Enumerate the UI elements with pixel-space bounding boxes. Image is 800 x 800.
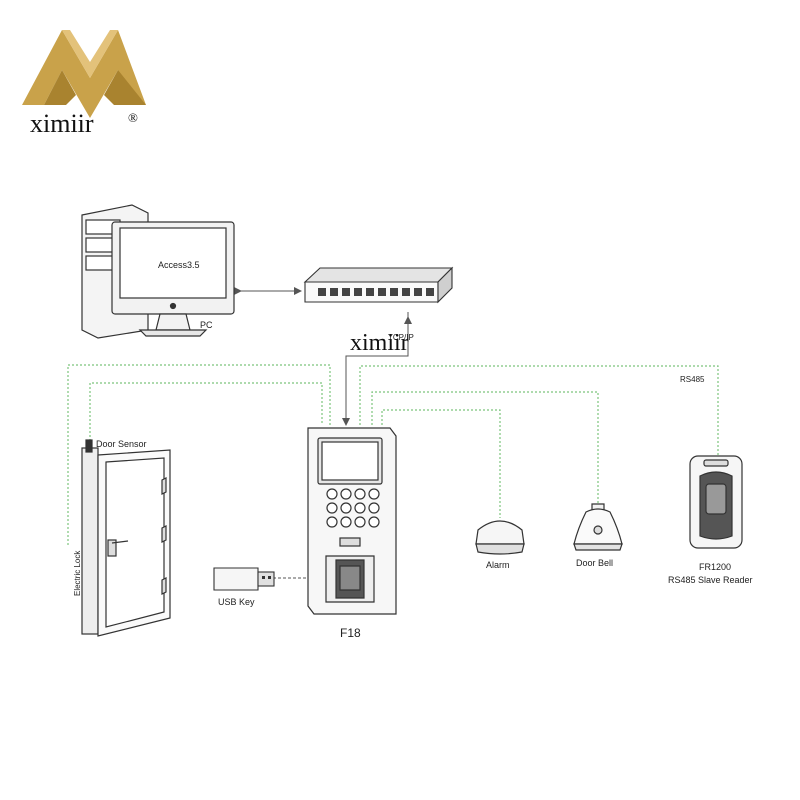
door-bell-icon [573, 503, 623, 551]
network-switch-icon [303, 266, 454, 304]
computer-icon [81, 204, 235, 339]
slave-reader-icon [689, 455, 743, 549]
fingerprint-terminal-icon [307, 427, 397, 615]
rs485-label: RS485 [680, 375, 705, 384]
terminal-label: F18 [340, 626, 361, 640]
wire-electric-lock [67, 364, 331, 545]
reader-desc-label: RS485 Slave Reader [668, 575, 753, 585]
brand-logo: ximiir ® [22, 30, 146, 138]
pc-label: PC [200, 320, 213, 330]
brand-registered-mark: ® [128, 110, 138, 125]
alarm-icon [475, 520, 525, 555]
tcpip-label: TCP/IP [388, 333, 414, 342]
brand-name: ximiir [30, 109, 94, 138]
brand-watermark: ximiir [350, 330, 409, 356]
usb-key-label: USB Key [218, 597, 255, 607]
door-icon [81, 439, 171, 637]
reader-model-label: FR1200 [699, 562, 731, 572]
usb-key-icon [213, 567, 275, 591]
wire-alarm [381, 409, 501, 518]
logo-mark-icon [22, 30, 146, 118]
alarm-label: Alarm [486, 560, 510, 570]
door-sensor-label: Door Sensor [96, 439, 147, 449]
wire-door-bell [371, 391, 599, 505]
pc-screen-label: Access3.5 [158, 260, 200, 270]
wire-door-sensor [89, 382, 323, 445]
wire-rs485 [359, 365, 719, 455]
wiring [67, 364, 719, 545]
electric-lock-label: Electric Lock [73, 550, 82, 596]
switch-terminal-link [342, 312, 409, 426]
door-bell-label: Door Bell [576, 558, 613, 568]
